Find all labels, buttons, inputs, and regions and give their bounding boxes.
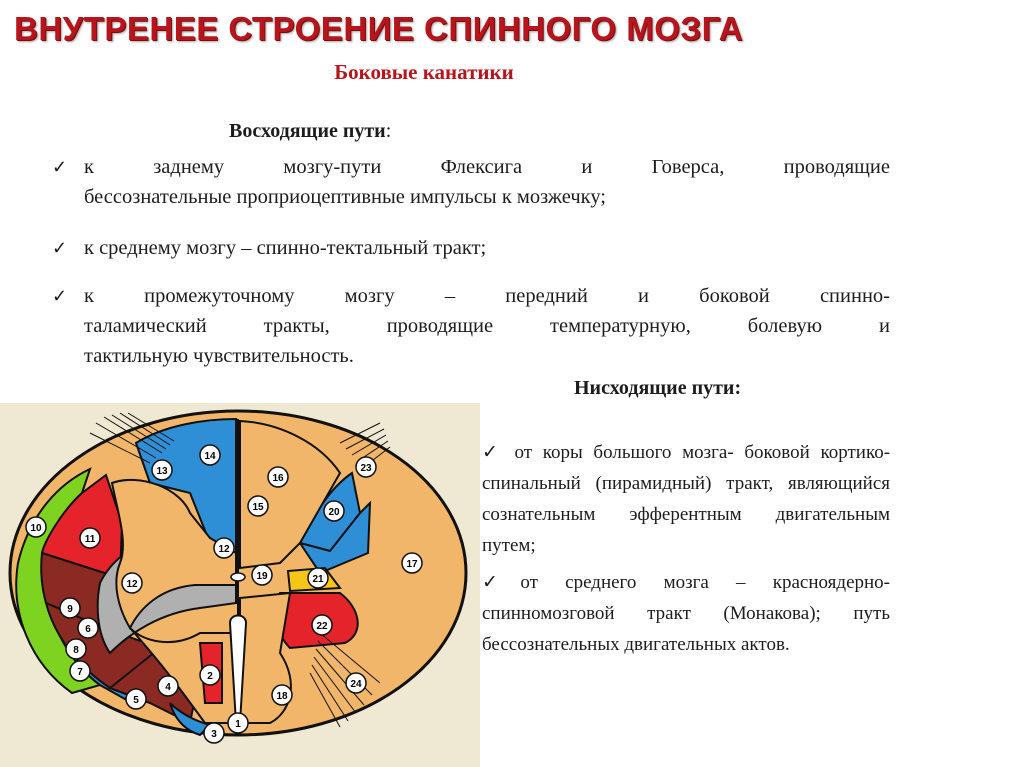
diagram-label-circle (267, 466, 289, 488)
diagram-label: 19 (256, 571, 268, 582)
item-line: к промежуточному мозгу – передний и боко… (84, 285, 890, 307)
item-line: таламический тракты, проводящие температ… (84, 315, 890, 337)
diagram-label-circle (65, 638, 87, 660)
diagram-label: 6 (85, 624, 91, 635)
diagram-label-circle (69, 660, 91, 682)
ascending-item: ✓ к промежуточному мозгу – передний и бо… (52, 281, 890, 371)
diagram-label: 9 (67, 604, 73, 615)
checkmark-icon: ✓ (52, 286, 68, 306)
diagram-label-circle (25, 516, 47, 538)
diagram-label-circle (355, 456, 377, 478)
item-line: актов. (740, 634, 790, 655)
diagram-label-circle (59, 597, 81, 619)
diagram-label-circle (77, 617, 99, 639)
diagram-label-circle (271, 684, 293, 706)
diagram-label-circle (401, 552, 423, 574)
diagram-label-circle (307, 567, 329, 589)
diagram-label-circle (79, 527, 101, 549)
diagram-labels: 1234567891011121213141516171819202122232… (25, 444, 423, 744)
diagram-label: 13 (156, 466, 168, 477)
item-line: ✓ от коры большого мозга- боковой (482, 442, 810, 463)
diagram-label-circle (311, 614, 333, 636)
checkmark-icon: ✓ (52, 238, 68, 258)
diagram-label-circle (151, 459, 173, 481)
diagram-label-circle (157, 675, 179, 697)
diagram-label: 1 (235, 719, 241, 730)
diagram-label: 12 (126, 579, 138, 590)
item-line: тактильную чувствительность. (84, 345, 354, 367)
diagram-label-circle (213, 537, 235, 559)
descending-heading: Нисходящие пути: (574, 377, 742, 399)
diagram-label-circle (203, 722, 225, 744)
spinal-cord-diagram: 1234567891011121213141516171819202122232… (0, 403, 480, 767)
item-line: ✓от среднего мозга – красноядерно- (482, 572, 891, 593)
anterior-fissure (228, 614, 248, 724)
diagram-label: 7 (77, 667, 83, 678)
page-title: ВНУТРЕНЕЕ СТРОЕНИЕ СПИННОГО МОЗГА (14, 10, 744, 47)
item-line: к заднему мозгу-пути Флексига и Говерса,… (84, 156, 890, 178)
diagram-label: 17 (406, 559, 418, 570)
diagram-label: 8 (73, 645, 79, 656)
ascending-heading: Восходящие пути: (229, 120, 392, 142)
diagram-label-circle (323, 500, 345, 522)
diagram-label: 15 (252, 502, 264, 513)
diagram-label: 12 (218, 544, 230, 555)
gray-matter (239, 419, 342, 570)
item-line: бессознательные проприоцептивные импульс… (84, 186, 606, 208)
tract-region (40, 473, 124, 580)
diagram-label: 24 (350, 679, 362, 690)
diagram-label: 20 (328, 507, 340, 518)
central-canal (230, 572, 246, 582)
item-line: к среднему мозгу – спинно-тектальный тра… (84, 237, 487, 259)
item-line: тракт, являющийся сознательным (482, 473, 891, 525)
item-line: эфферентным двигательным путем; (482, 504, 890, 556)
diagram-label-circle (247, 495, 269, 517)
diagram-label: 21 (312, 574, 324, 585)
diagram-label: 3 (211, 729, 217, 740)
diagram-label: 23 (360, 463, 372, 474)
descending-item: ✓от среднего мозга – красноядерно- спинн… (482, 567, 890, 660)
item-line: кортико-спинальный (пирамидный) (482, 442, 891, 494)
diagram-label-circle (345, 672, 367, 694)
diagram-label-circle (121, 572, 143, 594)
diagram-label-circle (199, 444, 221, 466)
item-line: путь бессознательных двигательных (482, 603, 890, 655)
section-subtitle: Боковые канатики (334, 60, 514, 84)
diagram-label: 5 (133, 695, 139, 706)
item-line: спинномозговой тракт (Монакова); (482, 603, 821, 624)
diagram-label-circle (125, 688, 147, 710)
diagram-label: 2 (207, 671, 213, 682)
diagram-label: 14 (204, 451, 216, 462)
diagram-label: 4 (165, 682, 171, 693)
diagram-label: 11 (85, 534, 96, 545)
checkmark-icon: ✓ (52, 157, 68, 177)
ascending-item: ✓ к заднему мозгу-пути Флексига и Говерс… (52, 152, 890, 212)
gray-matter (110, 478, 237, 631)
diagram-label-circle (227, 712, 249, 734)
ascending-item: ✓ к среднему мозгу – спинно-тектальный т… (52, 233, 890, 263)
ventral-root-fibers (309, 632, 381, 728)
diagram-label: 18 (276, 691, 288, 702)
diagram-label-circle (251, 564, 273, 586)
diagram-label: 16 (272, 473, 284, 484)
diagram-label: 22 (316, 621, 328, 632)
checkmark-icon: ✓ (482, 572, 521, 593)
diagram-label-circle (199, 664, 221, 686)
descending-item: ✓ от коры большого мозга- боковой кортик… (482, 437, 890, 561)
diagram-label: 10 (30, 523, 42, 534)
checkmark-icon: ✓ (482, 442, 504, 463)
